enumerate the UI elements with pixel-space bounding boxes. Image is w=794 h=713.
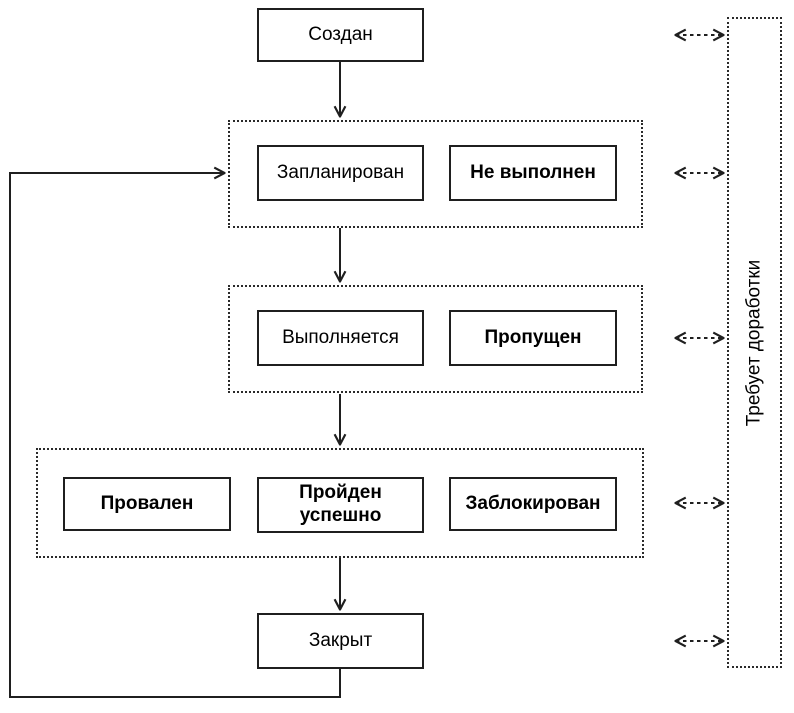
node-in-progress-label: Выполняется	[282, 326, 399, 348]
node-in-progress: Выполняется	[257, 310, 424, 366]
node-planned: Запланирован	[257, 145, 424, 201]
node-passed-label: Пройден успешно	[299, 482, 382, 526]
node-created: Создан	[257, 8, 424, 62]
node-failed-label: Провален	[100, 492, 194, 514]
group-planned	[228, 120, 643, 228]
rework-panel: Требует доработки	[727, 17, 782, 668]
node-closed: Закрыт	[257, 613, 424, 669]
node-blocked: Заблокирован	[449, 477, 617, 531]
node-failed: Провален	[63, 477, 231, 531]
node-blocked-label: Заблокирован	[465, 492, 601, 514]
feedback-arrow-closed-to-planned	[9, 173, 341, 698]
node-passed: Пройден успешно	[257, 477, 424, 533]
node-skipped-label: Пропущен	[484, 326, 582, 348]
group-result	[36, 448, 644, 558]
node-not-executed: Не выполнен	[449, 145, 617, 201]
node-closed-label: Закрыт	[308, 629, 373, 651]
group-in-progress	[228, 285, 643, 393]
node-created-label: Создан	[308, 23, 373, 45]
node-skipped: Пропущен	[449, 310, 617, 366]
rework-panel-label: Требует доработки	[743, 259, 765, 426]
node-planned-label: Запланирован	[276, 161, 405, 183]
node-not-executed-label: Не выполнен	[470, 161, 596, 183]
